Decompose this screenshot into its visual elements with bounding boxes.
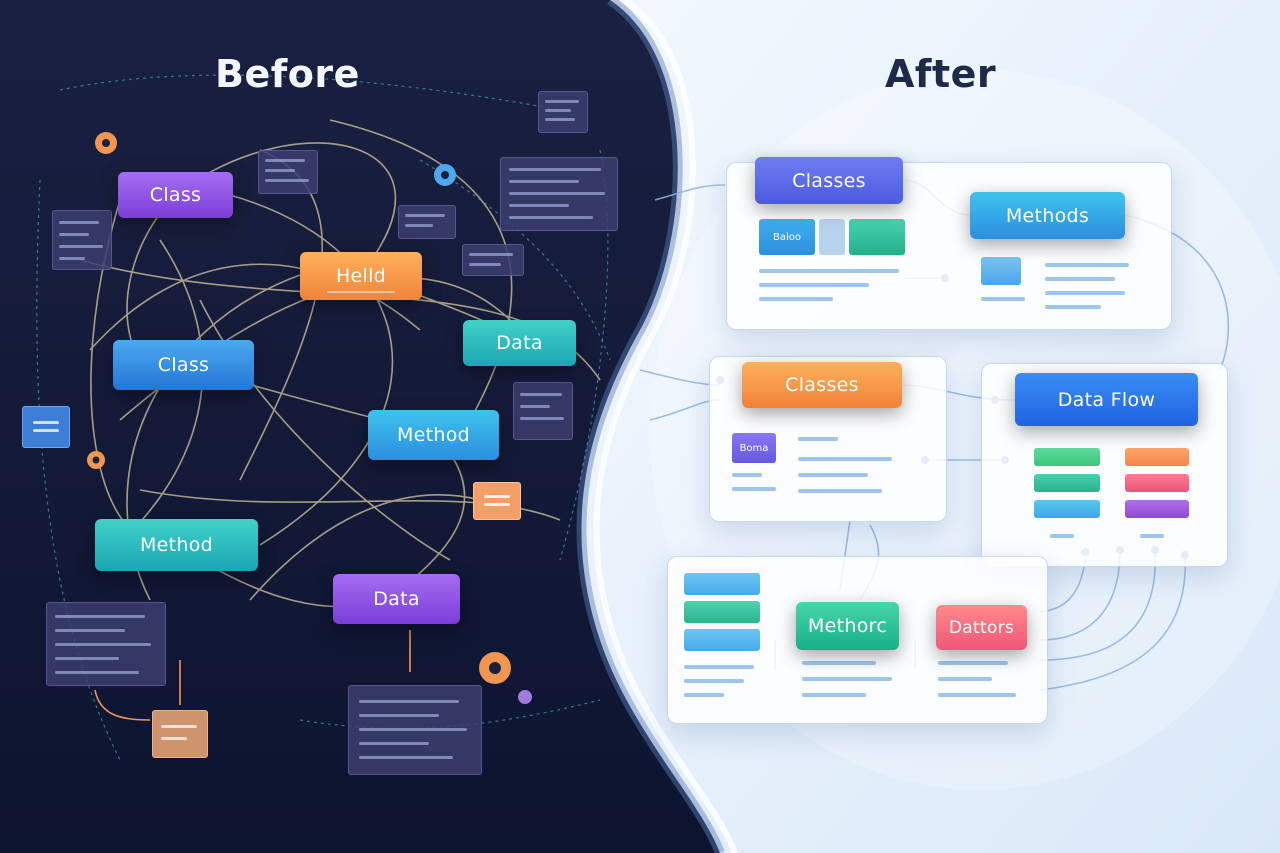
chip xyxy=(819,219,845,255)
node-label: Methods xyxy=(1005,204,1090,227)
node-label: Method xyxy=(396,424,471,446)
before-data-node-2: Data xyxy=(333,574,460,624)
methods-node: Methods xyxy=(970,192,1125,239)
methods-node-2: Methorc xyxy=(796,602,899,650)
chip: Boma xyxy=(732,433,776,463)
code-snippet-card xyxy=(258,150,318,194)
node-label: Data xyxy=(496,332,543,354)
node-label: Classes xyxy=(792,169,866,192)
code-snippet-card xyxy=(398,205,456,239)
node-label: Data xyxy=(373,588,420,610)
node-label: Dattors xyxy=(948,617,1015,638)
chip xyxy=(849,219,905,255)
code-snippet-card xyxy=(513,382,573,440)
classes-node: Classes xyxy=(755,157,903,204)
envelope-icon xyxy=(22,406,70,448)
envelope-icon xyxy=(473,482,521,520)
classes-node-2: Classes xyxy=(742,362,902,408)
code-snippet-card xyxy=(500,157,618,231)
code-snippet-card xyxy=(348,685,482,775)
before-heild-node: Helld xyxy=(300,252,422,300)
dattors-node: Dattors xyxy=(936,605,1027,650)
code-snippet-card xyxy=(52,210,112,270)
chip: Baloo xyxy=(759,219,815,255)
before-data-node: Data xyxy=(463,320,576,366)
code-snippet-card xyxy=(538,91,588,133)
node-label: Methorc xyxy=(807,615,888,637)
tag-card xyxy=(152,710,208,758)
code-snippet-card xyxy=(46,602,166,686)
before-method-node-2: Method xyxy=(95,519,258,571)
node-label: Class xyxy=(157,354,210,376)
node-label: Method xyxy=(139,534,214,556)
chip xyxy=(981,257,1021,285)
node-label: Class xyxy=(149,184,202,206)
before-title: Before xyxy=(215,52,360,96)
node-label: Classes xyxy=(785,374,859,396)
data-flow-node: Data Flow xyxy=(1015,373,1198,426)
before-class-node: Class xyxy=(118,172,233,218)
after-title: After xyxy=(885,52,997,96)
before-method-node: Method xyxy=(368,410,499,460)
node-label: Data Flow xyxy=(1057,388,1156,411)
before-class-node-2: Class xyxy=(113,340,254,390)
code-snippet-card xyxy=(462,244,524,276)
node-label: Helld xyxy=(335,265,387,287)
